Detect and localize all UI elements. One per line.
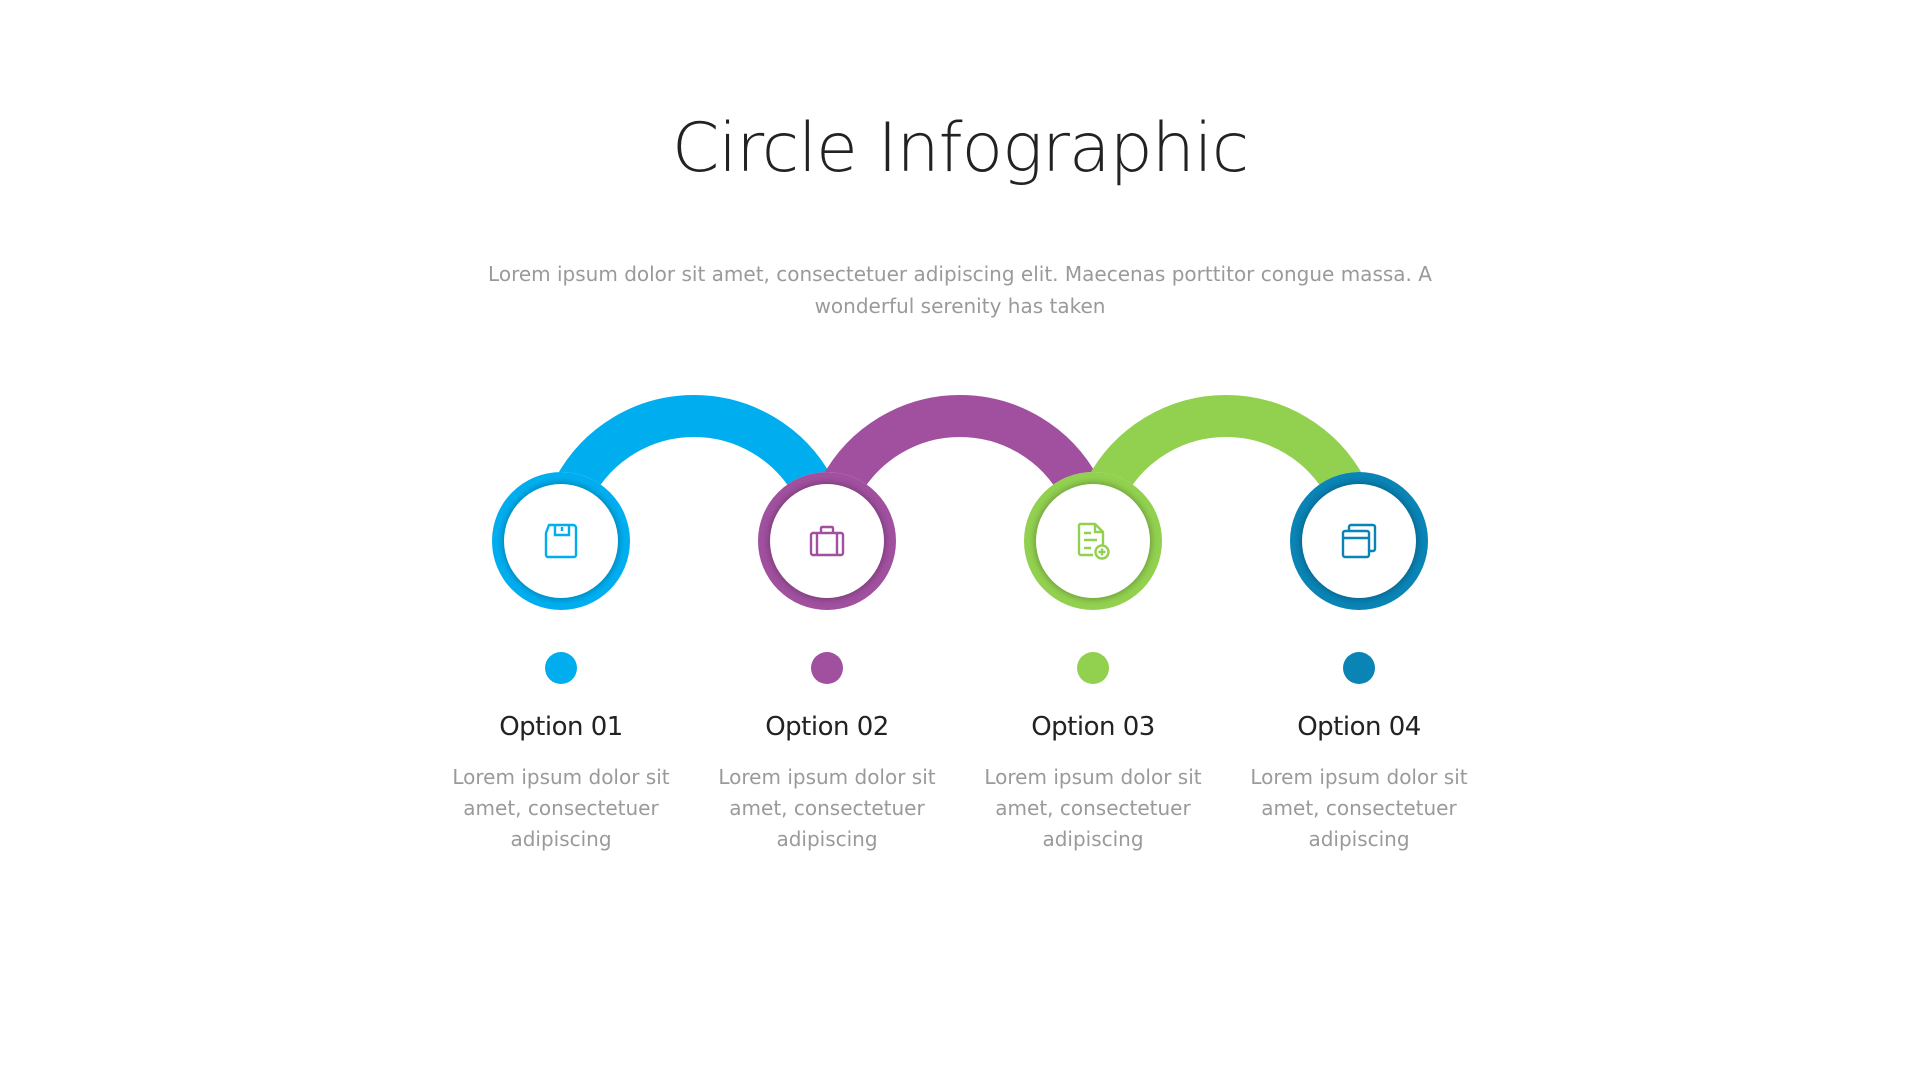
option-1-description: Lorem ipsum dolor sit amet, consectetuer… xyxy=(452,765,670,851)
subtitle: Lorem ipsum dolor sit amet, consectetuer… xyxy=(488,262,1432,318)
arc-3 xyxy=(1087,395,1365,499)
option-3-label: Option 03 xyxy=(1031,712,1155,742)
option-4-description: Lorem ipsum dolor sit amet, consectetuer… xyxy=(1250,765,1468,851)
option-3-dot xyxy=(1077,652,1109,684)
option-2-label: Option 02 xyxy=(765,712,889,742)
option-4-label: Option 04 xyxy=(1297,712,1421,742)
windows-stack-icon xyxy=(1341,523,1377,559)
option-2-description: Lorem ipsum dolor sit amet, consectetuer… xyxy=(718,765,936,851)
option-1-dot xyxy=(545,652,577,684)
option-2-circle[interactable] xyxy=(758,472,896,610)
option-3-description: Lorem ipsum dolor sit amet, consectetuer… xyxy=(984,765,1202,851)
option-4-circle[interactable] xyxy=(1290,472,1428,610)
option-2-dot xyxy=(811,652,843,684)
document-add-icon xyxy=(1077,522,1110,560)
option-1-circle[interactable] xyxy=(492,472,630,610)
briefcase-icon xyxy=(809,525,845,557)
option-4-dot xyxy=(1343,652,1375,684)
page-title: Circle Infographic xyxy=(671,109,1249,188)
arc-2 xyxy=(821,395,1099,499)
option-1-label: Option 01 xyxy=(499,712,623,742)
floppy-disk-icon xyxy=(544,523,578,559)
arc-1 xyxy=(555,395,833,499)
option-3-circle[interactable] xyxy=(1024,472,1162,610)
